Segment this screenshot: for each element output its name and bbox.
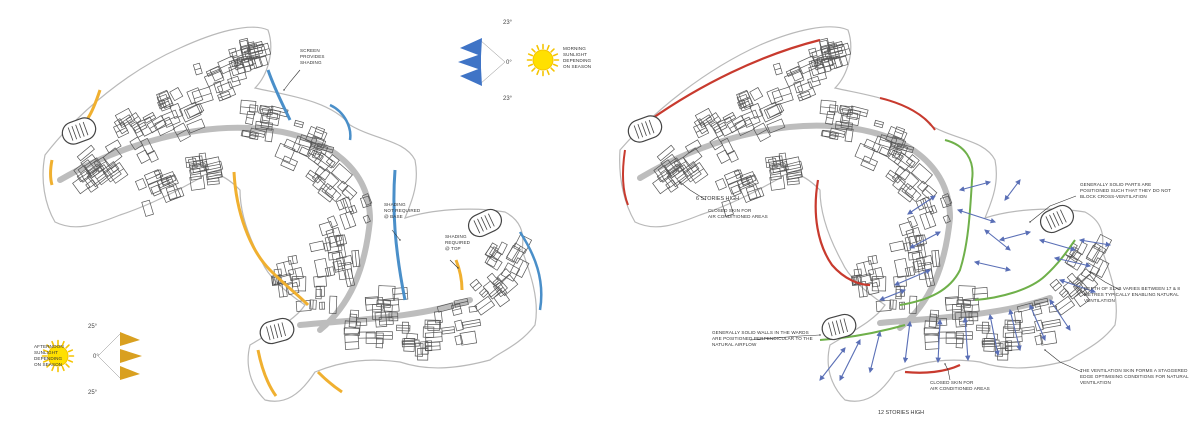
left-sunlight-2 bbox=[49, 159, 54, 186]
arrow-icon bbox=[984, 229, 1011, 251]
arrow-icon bbox=[973, 260, 1012, 272]
arrow-icon bbox=[1058, 278, 1097, 294]
sun-icon bbox=[526, 43, 560, 77]
left-shading-screen bbox=[266, 69, 292, 121]
right-stair-2 bbox=[821, 313, 857, 341]
triangle-wedge-icon bbox=[458, 54, 481, 70]
triangle-wedge-icon bbox=[460, 68, 482, 86]
right-stair-3 bbox=[1039, 204, 1075, 234]
left-shading-screen-2 bbox=[329, 103, 352, 141]
closed-skin-red-mid bbox=[879, 97, 936, 131]
morning-sunlight-label: MORNING SUNLIGHT DEPENDING ON SEASON bbox=[563, 46, 593, 69]
arrow-icon bbox=[935, 318, 943, 364]
arrow-icon bbox=[902, 320, 913, 364]
closed-skin-red-curve bbox=[814, 179, 871, 287]
arrow-icon bbox=[1008, 308, 1022, 352]
arrow-icon bbox=[998, 230, 1032, 242]
arrow-icon bbox=[819, 347, 846, 381]
twelve-stories-label: 12 STORIES HIGH bbox=[878, 410, 924, 416]
left-shading-base bbox=[392, 169, 407, 301]
closed-skin-red-top bbox=[649, 38, 821, 121]
left-shading-top bbox=[518, 231, 543, 311]
closed-skin-bottom-label: CLOSED SKIN FOR AIR CONDITIONED AREAS bbox=[930, 380, 990, 391]
closed-skin-red-bottom bbox=[904, 364, 961, 374]
morning-deg-bottom: 23° bbox=[503, 96, 513, 102]
morning-deg-top: 23° bbox=[503, 20, 513, 26]
ventilation-skin-label: THE VENTILATION SKIN FORMS A STAGGERED E… bbox=[1080, 368, 1190, 385]
right-floor-plan: 6 STORIES HIGH CLOSED SKIN FOR AIR CONDI… bbox=[619, 26, 1190, 416]
morning-deg-mid: 0° bbox=[506, 60, 512, 66]
afternoon-sun-legend: 25° 0° 25° AFTERNOON SUNLIGHT DEPENDING … bbox=[34, 324, 142, 396]
morning-sun-legend: 23° 0° 23° MORNING SUNLIGHT DEPENDING ON… bbox=[458, 20, 593, 102]
arrow-icon bbox=[962, 316, 971, 362]
arrow-icon bbox=[956, 208, 997, 224]
afternoon-sunlight-label: AFTERNOON SUNLIGHT DEPENDING ON SEASON bbox=[34, 344, 65, 367]
arrow-icon bbox=[1053, 256, 1092, 268]
screen-shading-label: SCREEN PROVIDES SHADING bbox=[300, 48, 326, 65]
arrow-icon bbox=[893, 269, 932, 286]
left-stair-3 bbox=[467, 208, 503, 238]
shading-not-required-label: SHADING NOT REQUIRED @ BASE bbox=[384, 202, 422, 219]
left-stair-2 bbox=[259, 317, 295, 345]
arrow-icon bbox=[1049, 299, 1071, 331]
slab-depth-label: DEPTH OF SLAB VARIES BETWEEN 17 & 8 METR… bbox=[1084, 286, 1181, 303]
shading-required-label: SHADING REQUIRED @ TOP bbox=[445, 234, 471, 251]
triangle-wedge-icon bbox=[120, 349, 142, 363]
airflow-arrows bbox=[819, 179, 1112, 381]
afternoon-deg-mid: 0° bbox=[93, 354, 99, 360]
solid-walls-label: GENERALLY SOLID WALLS IN THE WARDS ARE P… bbox=[712, 330, 814, 347]
right-stair-1 bbox=[627, 115, 663, 143]
left-sunlight-4 bbox=[256, 349, 278, 397]
ventilation-skin-green-1 bbox=[899, 139, 974, 306]
left-sunlight-5 bbox=[316, 370, 343, 394]
arrow-icon bbox=[1004, 179, 1021, 201]
arrow-icon bbox=[909, 231, 941, 249]
closed-skin-red-left bbox=[622, 149, 629, 206]
left-sunlight-1 bbox=[86, 89, 102, 119]
solid-parts-label: GENERALLY SOLID PARTS ARE POSITIONED SUC… bbox=[1080, 182, 1172, 199]
arrow-icon bbox=[1029, 303, 1046, 342]
left-sunlight-3 bbox=[232, 171, 310, 307]
arrow-icon bbox=[1078, 238, 1112, 247]
left-room-walls bbox=[72, 37, 533, 361]
triangle-wedge-icon bbox=[120, 332, 140, 346]
arrow-icon bbox=[907, 195, 936, 215]
triangle-wedge-icon bbox=[460, 38, 482, 56]
arrow-icon bbox=[868, 330, 882, 374]
arrow-icon bbox=[878, 289, 907, 301]
arrow-icon bbox=[988, 313, 1000, 357]
arrow-icon bbox=[958, 180, 992, 192]
afternoon-deg-bottom: 25° bbox=[88, 390, 98, 396]
right-corridor-curve bbox=[637, 122, 1053, 331]
closed-skin-top-label: CLOSED SKIN FOR AIR CONDITIONED AREAS bbox=[708, 208, 768, 219]
afternoon-deg-top: 25° bbox=[88, 324, 98, 330]
left-floor-plan: SCREEN PROVIDES SHADING SHADING NOT REQU… bbox=[34, 20, 593, 402]
left-stair-1 bbox=[61, 117, 97, 145]
left-sunlight-6 bbox=[454, 259, 464, 291]
sun-icon bbox=[41, 339, 75, 373]
arrow-icon bbox=[1038, 238, 1077, 252]
triangle-wedge-icon bbox=[120, 366, 140, 380]
six-stories-label: 6 STORIES HIGH bbox=[696, 196, 739, 202]
